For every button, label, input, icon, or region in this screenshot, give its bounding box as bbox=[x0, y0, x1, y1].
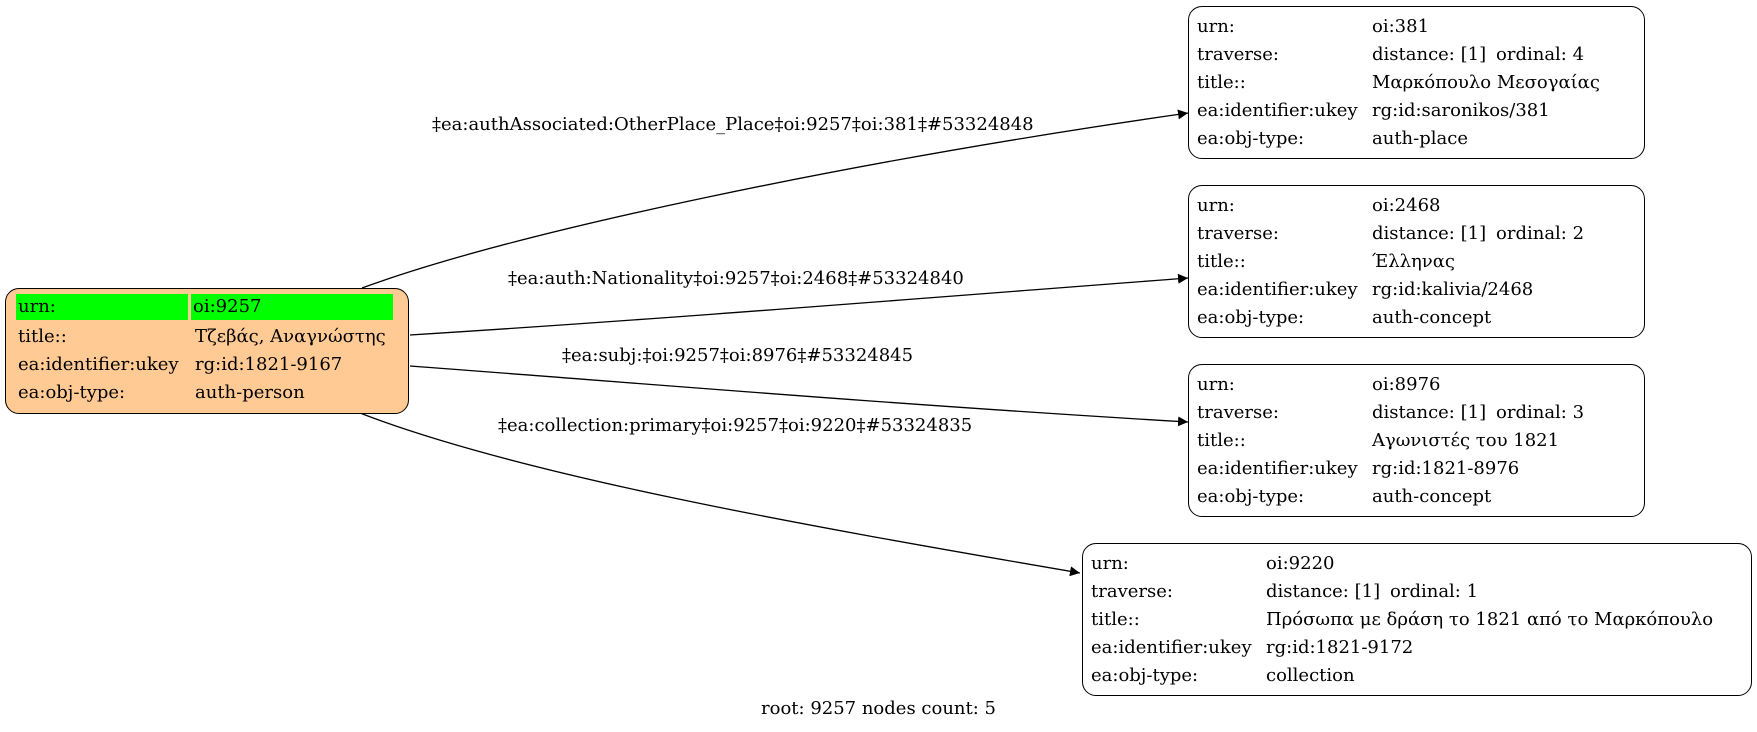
node-value-ordinal: ordinal: 1 bbox=[1390, 580, 1479, 602]
node-row-ukey: ea:identifier:ukey rg:id:1821-8976 bbox=[1197, 454, 1636, 482]
node-key-traverse: traverse: bbox=[1197, 43, 1279, 65]
node-key-ukey: ea:identifier:ukey bbox=[1197, 457, 1358, 479]
node-oi-9220[interactable]: urn: oi:9220 traverse: distance: [1] ordina… bbox=[1082, 543, 1752, 696]
node-row-urn: urn: oi:8976 bbox=[1197, 370, 1636, 398]
node-row-ukey: ea:identifier:ukey rg:id:1821-9172 bbox=[1091, 633, 1743, 661]
node-value-title: Έλληνας bbox=[1372, 250, 1455, 272]
node-key-title: title:: bbox=[1197, 250, 1246, 272]
node-row-title: title::Πρόσωπα με δράση το 1821 από το Μ… bbox=[1091, 605, 1743, 633]
root-row-urn: urn: oi:9257 bbox=[16, 294, 398, 320]
node-key-ukey: ea:identifier:ukey bbox=[1197, 99, 1358, 121]
node-key-type: ea:obj-type: bbox=[1197, 127, 1305, 149]
node-key-traverse: traverse: bbox=[1197, 401, 1279, 423]
node-key-ukey: ea:identifier:ukey bbox=[1091, 636, 1252, 658]
node-value-type: auth-concept bbox=[1372, 485, 1492, 507]
edge-line-3 bbox=[409, 365, 1189, 427]
node-row-type: ea:obj-type: auth-concept bbox=[1197, 482, 1636, 510]
node-key-urn: urn: bbox=[1197, 15, 1235, 37]
node-row-title: title::Μαρκόπουλο Μεσογαίας bbox=[1197, 68, 1636, 96]
node-value-ukey: rg:id:kalivia/2468 bbox=[1372, 278, 1534, 300]
edge-label-3: ‡ea:subj:‡oi:9257‡oi:8976‡#53324845 bbox=[562, 345, 914, 366]
root-value-type: auth-person bbox=[195, 381, 305, 403]
root-key-ukey: ea:identifier:ukey bbox=[18, 353, 179, 375]
node-value-urn: oi:2468 bbox=[1372, 194, 1441, 216]
node-value-type: auth-concept bbox=[1372, 306, 1492, 328]
node-row-type: ea:obj-type: collection bbox=[1091, 661, 1743, 689]
root-row-type: ea:obj-type: auth-person bbox=[16, 378, 398, 406]
node-oi-8976[interactable]: urn: oi:8976 traverse: distance: [1] ordina… bbox=[1188, 364, 1645, 517]
node-value-distance: distance: [1] bbox=[1372, 401, 1487, 423]
node-value-distance: distance: [1] bbox=[1372, 222, 1487, 244]
node-row-urn: urn: oi:2468 bbox=[1197, 191, 1636, 219]
node-row-ukey: ea:identifier:ukey rg:id:kalivia/2468 bbox=[1197, 275, 1636, 303]
root-row-title: title:: Τζεβάς, Αναγνώστης bbox=[16, 322, 398, 350]
edge-line-2 bbox=[409, 273, 1189, 336]
node-value-urn: oi:9220 bbox=[1266, 552, 1335, 574]
node-value-urn: oi:381 bbox=[1372, 15, 1430, 37]
node-value-type: auth-place bbox=[1372, 127, 1468, 149]
root-value-ukey: rg:id:1821-9167 bbox=[195, 353, 343, 375]
graph-footer: root: 9257 nodes count: 5 bbox=[761, 698, 996, 719]
node-key-urn: urn: bbox=[1197, 373, 1235, 395]
root-node[interactable]: urn: oi:9257 title:: Τζεβάς, Αναγνώστης … bbox=[5, 288, 409, 414]
node-oi-2468[interactable]: urn: oi:2468 traverse: distance: [1] ordina… bbox=[1188, 185, 1645, 338]
edge-label-1: ‡ea:authAssociated:OtherPlace_Place‡oi:9… bbox=[432, 114, 1034, 135]
node-row-traverse: traverse: distance: [1] ordinal: 3 bbox=[1197, 398, 1636, 426]
node-row-title: title::Έλληνας bbox=[1197, 247, 1636, 275]
root-value-urn: oi:9257 bbox=[191, 294, 393, 320]
node-row-traverse: traverse: distance: [1] ordinal: 4 bbox=[1197, 40, 1636, 68]
root-key-urn: urn: bbox=[16, 294, 188, 320]
node-value-ukey: rg:id:1821-9172 bbox=[1266, 636, 1414, 658]
node-row-ukey: ea:identifier:ukey rg:id:saronikos/381 bbox=[1197, 96, 1636, 124]
node-key-type: ea:obj-type: bbox=[1197, 306, 1305, 328]
node-value-ukey: rg:id:saronikos/381 bbox=[1372, 99, 1550, 121]
edge-line-1 bbox=[361, 109, 1189, 289]
node-row-type: ea:obj-type: auth-concept bbox=[1197, 303, 1636, 331]
node-value-distance: distance: [1] bbox=[1266, 580, 1381, 602]
edge-label-4: ‡ea:collection:primary‡oi:9257‡oi:9220‡#… bbox=[498, 415, 973, 436]
root-row-ukey: ea:identifier:ukey rg:id:1821-9167 bbox=[16, 350, 398, 378]
node-value-ordinal: ordinal: 3 bbox=[1496, 401, 1585, 423]
node-row-urn: urn: oi:381 bbox=[1197, 12, 1636, 40]
node-oi-381[interactable]: urn: oi:381 traverse: distance: [1] ordinal… bbox=[1188, 6, 1645, 159]
node-value-title: Μαρκόπουλο Μεσογαίας bbox=[1372, 71, 1600, 93]
edge-line-4 bbox=[359, 412, 1081, 577]
node-value-ordinal: ordinal: 2 bbox=[1496, 222, 1585, 244]
node-key-title: title:: bbox=[1197, 71, 1246, 93]
node-value-urn: oi:8976 bbox=[1372, 373, 1441, 395]
node-key-urn: urn: bbox=[1197, 194, 1235, 216]
node-key-title: title:: bbox=[1197, 429, 1246, 451]
node-row-urn: urn: oi:9220 bbox=[1091, 549, 1743, 577]
node-value-title: Πρόσωπα με δράση το 1821 από το Μαρκόπου… bbox=[1266, 608, 1714, 630]
node-key-type: ea:obj-type: bbox=[1197, 485, 1305, 507]
node-row-title: title::Αγωνιστές του 1821 bbox=[1197, 426, 1636, 454]
node-row-traverse: traverse: distance: [1] ordinal: 1 bbox=[1091, 577, 1743, 605]
node-key-title: title:: bbox=[1091, 608, 1140, 630]
node-key-urn: urn: bbox=[1091, 552, 1129, 574]
node-value-title: Αγωνιστές του 1821 bbox=[1372, 429, 1560, 451]
edge-label-2: ‡ea:auth:Nationality‡oi:9257‡oi:2468‡#53… bbox=[508, 268, 964, 289]
root-key-title: title:: bbox=[18, 325, 67, 347]
node-key-traverse: traverse: bbox=[1091, 580, 1173, 602]
node-key-ukey: ea:identifier:ukey bbox=[1197, 278, 1358, 300]
node-row-traverse: traverse: distance: [1] ordinal: 2 bbox=[1197, 219, 1636, 247]
node-key-type: ea:obj-type: bbox=[1091, 664, 1199, 686]
node-value-type: collection bbox=[1266, 664, 1355, 686]
node-value-ordinal: ordinal: 4 bbox=[1496, 43, 1585, 65]
root-key-type: ea:obj-type: bbox=[18, 381, 126, 403]
node-value-distance: distance: [1] bbox=[1372, 43, 1487, 65]
root-value-title: Τζεβάς, Αναγνώστης bbox=[195, 325, 386, 347]
node-row-type: ea:obj-type: auth-place bbox=[1197, 124, 1636, 152]
node-key-traverse: traverse: bbox=[1197, 222, 1279, 244]
node-value-ukey: rg:id:1821-8976 bbox=[1372, 457, 1520, 479]
